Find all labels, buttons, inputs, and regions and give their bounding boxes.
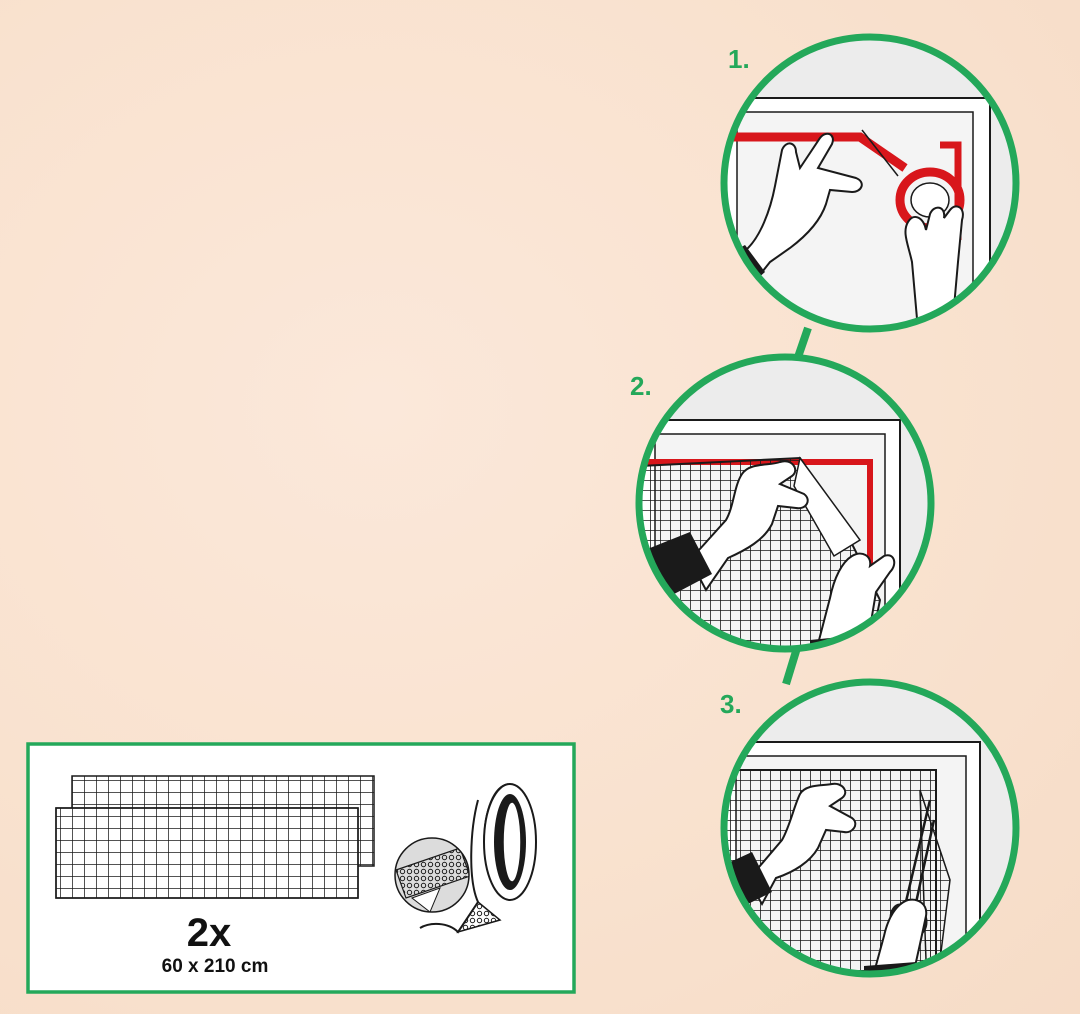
tape-roll-icon bbox=[419, 783, 537, 934]
step-connector-2-3 bbox=[782, 646, 801, 686]
package-size: 60 x 210 cm bbox=[162, 956, 269, 977]
step-2-ring bbox=[635, 353, 935, 653]
step-1-ring bbox=[720, 33, 1020, 333]
package-contents-box: 2x 60 x 210 cm bbox=[26, 742, 576, 994]
step-1-illustration bbox=[720, 33, 1020, 333]
step-2-number: 2. bbox=[630, 371, 652, 401]
step-3-ring bbox=[720, 678, 1020, 978]
tape-strip bbox=[724, 132, 908, 172]
mesh-icon bbox=[55, 775, 375, 899]
step-3-illustration bbox=[720, 678, 1020, 978]
step-1-number: 1. bbox=[728, 44, 750, 74]
mesh-sheet bbox=[639, 456, 882, 649]
tape-texture-icon bbox=[394, 837, 470, 913]
step-3-number: 3. bbox=[720, 689, 742, 719]
step-2-illustration bbox=[635, 353, 935, 653]
package-count: 2x bbox=[187, 911, 232, 955]
